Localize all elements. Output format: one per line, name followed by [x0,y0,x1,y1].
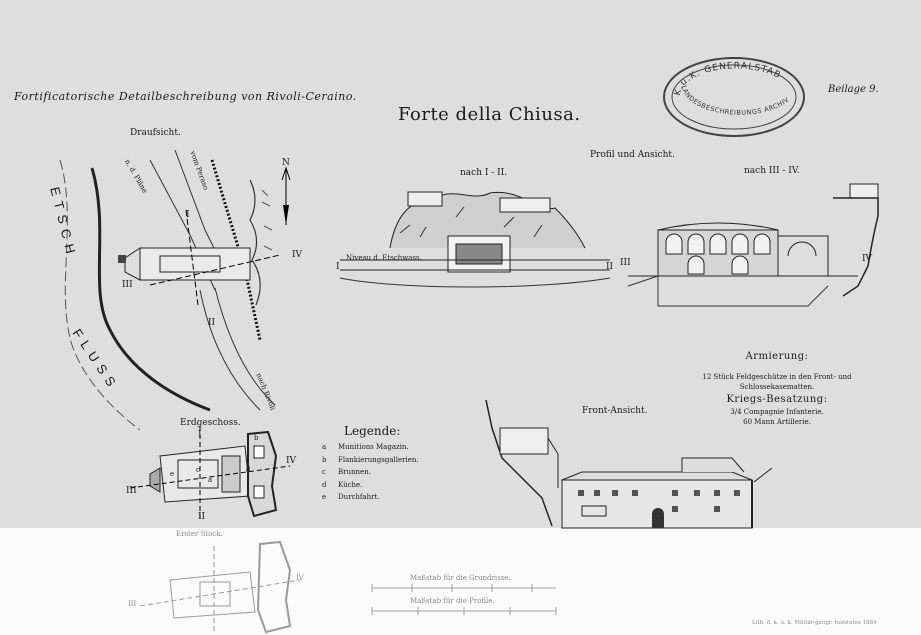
plan-mark-III: III [122,280,133,290]
legend-item: c Brunnen. [322,468,419,481]
scale-bar-1 [371,584,556,592]
section-I-II-label: nach I - II. [460,168,508,178]
room-label-b: b [254,434,259,442]
legend-item: b Flankierungsgallerien. [322,456,419,469]
legend-item: a Munitions Magazin. [322,443,419,456]
legend-text: Küche. [338,480,363,489]
upper-mark-IV: IV [296,574,304,582]
legend-title: Legende: [344,424,401,438]
upper-mark-III: III [128,600,137,608]
legend-item: e Durchfahrt. [322,493,419,506]
profile-mark-II: II [606,262,614,272]
svg-text:LANDESBESCHREIBUNGS ARCHIV: LANDESBESCHREIBUNGS ARCHIV [680,85,791,117]
armament-line-2: Schlossekasematten. [739,383,815,391]
stamp-line-2: LANDESBESCHREIBUNGS ARCHIV [680,85,790,117]
legend-key: b [322,455,327,464]
legend-text: Durchfahrt. [338,493,380,501]
ground-mark-II: II [198,512,206,522]
armament-block: Armierung: 12 Stück Feldgeschütze in den… [672,349,882,427]
garrison-line-1: 3/4 Compagnie Infanterie. [730,408,824,416]
room-label-a: a [208,476,213,484]
plan-view-title: Draufsicht. [130,128,181,138]
legend-list: a Munitions Magazin. b Flankierungsgalleri… [322,443,419,506]
front-view-drawing [485,399,773,529]
ground-mark-III: III [126,486,137,496]
water-level-label: Niveau d. Etschwass. [346,254,422,262]
lower-faded-area [0,528,921,635]
scale-label-1: Maßstab für die Grundrisse. [410,574,511,582]
plan-mark-IV: IV [292,250,303,260]
upper-floor-title: Erster Stock. [176,530,223,538]
ground-mark-IV: IV [286,456,297,466]
scale-label-2: Maßstab für die Profile. [410,597,495,605]
garrison-heading: Kriegs-Besatzung: [726,394,828,405]
room-label-e: e [170,470,175,478]
ground-mark-I: I [198,430,202,440]
armament-heading: Armierung: [745,351,809,362]
profile-heading: Profil und Ansicht. [590,150,675,160]
profile-mark-I: I [336,262,340,272]
front-view-title: Front-Ansicht. [582,406,648,416]
page-title: Forte della Chiusa. [398,104,581,125]
armament-line-1: 12 Stück Feldgeschütze in den Front- und [702,373,852,381]
profile-I-II-drawing [339,191,611,288]
section-III-IV-label: nach III - IV. [744,166,800,176]
profile-III-IV-drawing [627,183,879,307]
legend-text: Brunnen. [338,468,371,476]
profile-mark-III: III [620,258,631,268]
plan-view-drawing [59,149,291,431]
legend-text: Munitions Magazin. [338,443,409,451]
ground-floor-plan [129,426,291,522]
legend-text: Flankierungsgallerien. [338,455,419,464]
legend-item: d Küche. [322,481,419,494]
room-label-c: c [196,466,200,474]
plate-label: Beilage 9. [828,84,879,95]
north-label: N [282,158,290,168]
legend-key: c [322,468,326,476]
garrison-line-2: 60 Mann Artillerie. [743,418,811,426]
legend-key: e [322,493,327,501]
upper-floor-plan [139,540,301,634]
legend-key: d [322,480,327,489]
plan-mark-II: II [208,318,216,328]
plan-mark-I: I [186,210,190,220]
profile-mark-IV: IV [862,254,873,264]
ground-floor-title: Erdgeschoss. [180,418,241,428]
header-caption: Fortificatorische Detailbeschreibung von… [14,90,357,103]
legend-key: a [322,443,327,451]
scale-bar-2 [371,607,557,615]
room-label-d: d [246,466,251,474]
imprint-line: Lith. d. k. u. k. Militär-geogr. Institu… [752,620,877,626]
archive-stamp: K.u.K. GENERALSTAB LANDESBESCHREIBUNGS A… [663,57,805,137]
